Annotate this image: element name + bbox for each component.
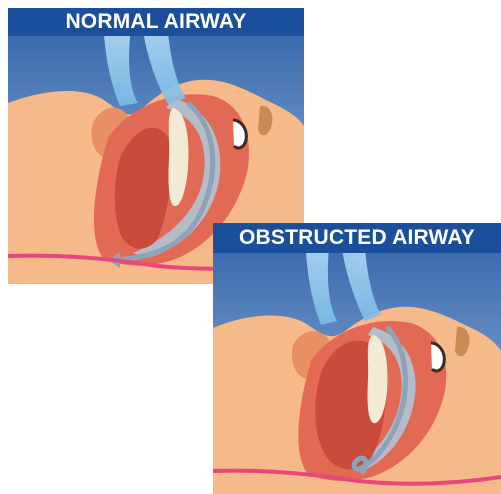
panel-title-normal: NORMAL AIRWAY	[8, 8, 304, 36]
obstructed-airway-illustration	[213, 223, 501, 494]
obstructed-airway-panel: OBSTRUCTED AIRWAY	[213, 223, 501, 494]
panel-title-obstructed: OBSTRUCTED AIRWAY	[213, 223, 501, 253]
